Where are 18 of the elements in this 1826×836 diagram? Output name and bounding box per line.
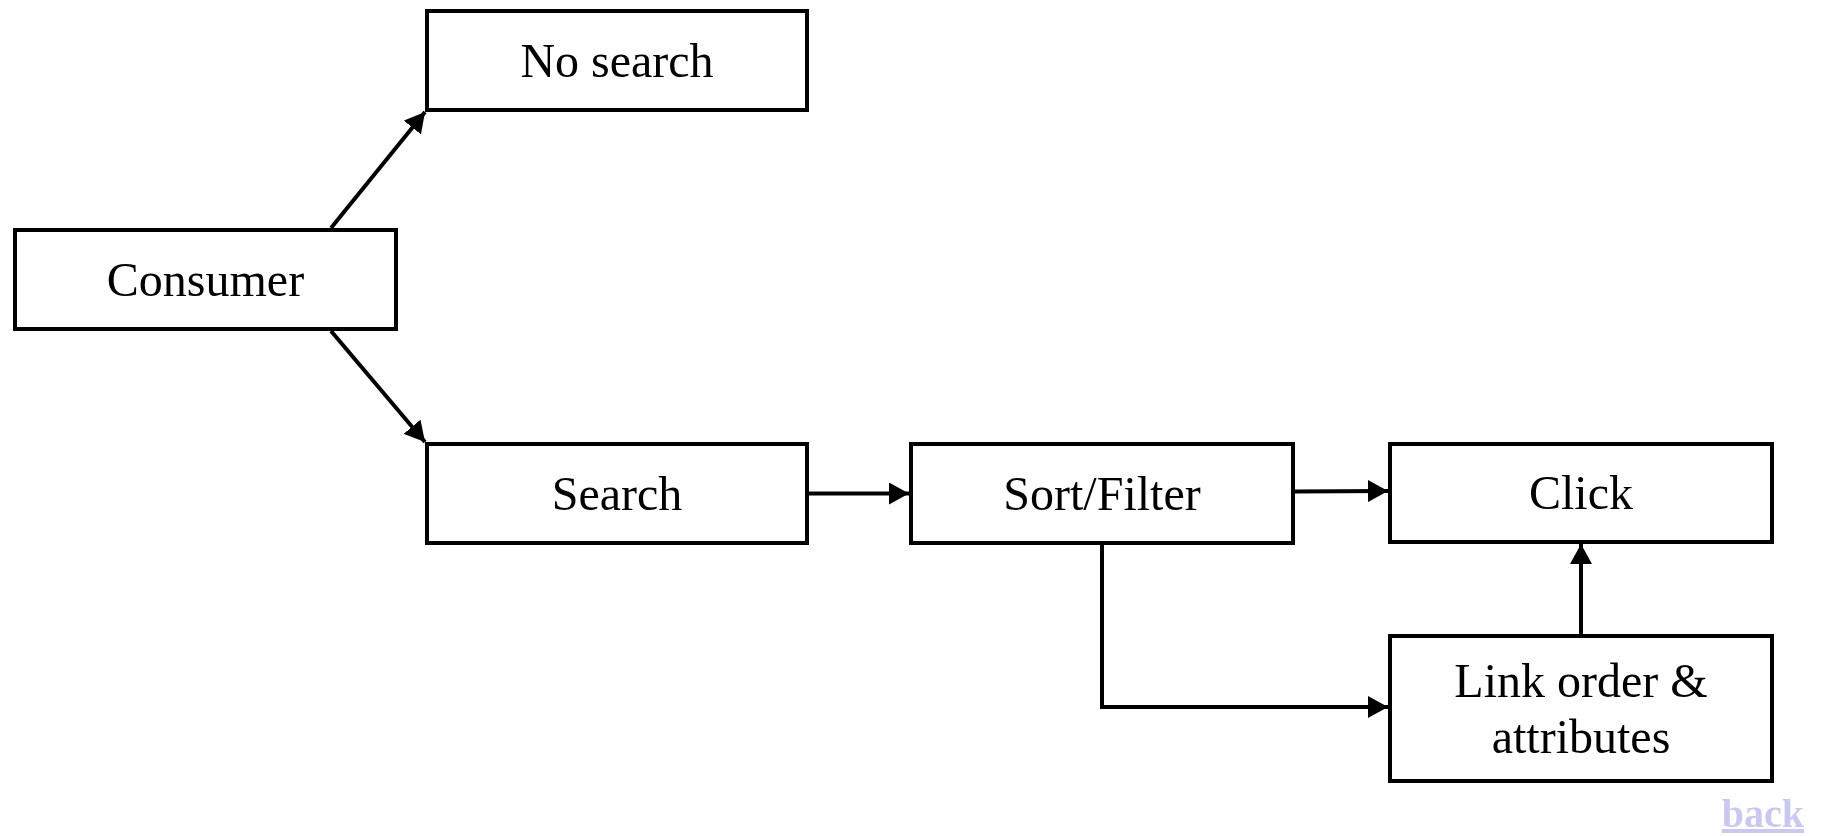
process-box xyxy=(1388,634,1774,783)
arrow xyxy=(1100,545,1388,718)
box-label: Click xyxy=(1529,465,1633,521)
box-label: Search xyxy=(551,465,683,522)
arrow xyxy=(329,110,427,230)
arrow xyxy=(809,482,909,505)
process-box xyxy=(425,442,809,545)
arrow xyxy=(329,329,427,444)
process-box xyxy=(13,228,398,331)
arrow xyxy=(1570,544,1592,634)
box-label: Sort/Filter xyxy=(1003,465,1201,522)
box-label: Consumer xyxy=(106,251,305,308)
box-label: Link order & attributes xyxy=(1453,653,1709,764)
box-label: No search xyxy=(520,32,714,89)
process-box xyxy=(909,442,1295,545)
process-box xyxy=(425,9,809,112)
arrow xyxy=(1295,480,1388,503)
process-box xyxy=(1388,442,1774,544)
